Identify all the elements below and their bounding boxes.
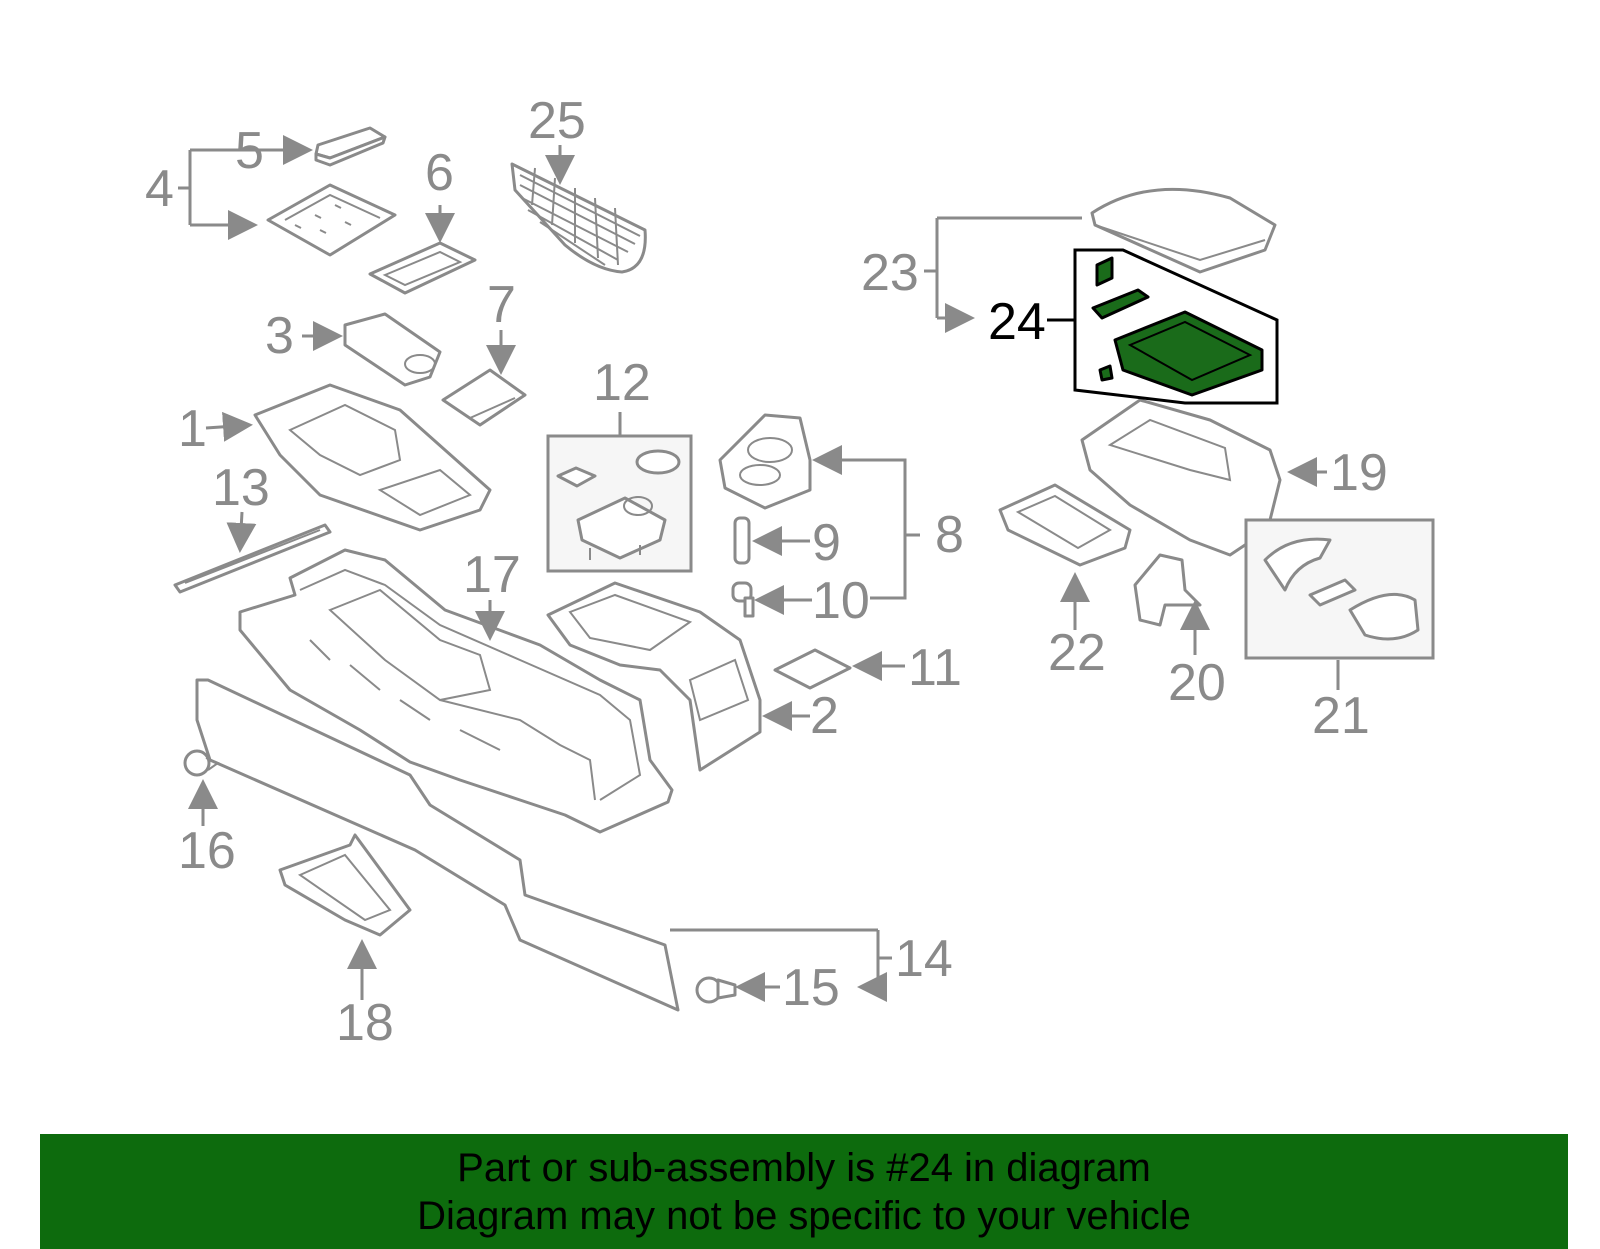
part-3-cover[interactable] (343, 312, 442, 387)
part-13-strip[interactable] (173, 523, 332, 594)
part-8-cupholder[interactable] (718, 413, 812, 510)
callout-11: 11 (908, 639, 962, 697)
callout-17: 17 (463, 546, 521, 604)
callout-1: 1 (178, 400, 207, 458)
part-12-group[interactable] (546, 434, 693, 573)
callout-19: 19 (1330, 444, 1388, 502)
callout-3: 3 (265, 307, 294, 365)
callout-12: 12 (593, 354, 651, 412)
part-6-mat[interactable] (368, 241, 477, 295)
part-19-armrest-base[interactable] (1080, 398, 1282, 557)
part-4-tray[interactable] (266, 183, 397, 257)
leader-lines (178, 135, 1340, 1000)
callout-21: 21 (1312, 687, 1370, 745)
callout-7: 7 (487, 276, 516, 334)
callout-24: 24 (988, 293, 1046, 351)
callout-numbers: 1 2 3 4 5 6 7 8 9 10 11 12 13 14 15 16 1… (145, 92, 1388, 1052)
callout-6: 6 (425, 144, 454, 202)
part-20-bracket[interactable] (1133, 553, 1202, 627)
callout-9: 9 (812, 514, 841, 572)
callout-13: 13 (212, 459, 270, 517)
banner-line-2: Diagram may not be specific to your vehi… (417, 1194, 1191, 1238)
part-21-group[interactable] (1244, 518, 1435, 660)
callout-16: 16 (178, 822, 236, 880)
part-7-lid[interactable] (441, 368, 527, 427)
part-16-clip[interactable] (183, 749, 221, 777)
part-15-fastener[interactable] (695, 976, 737, 1004)
part-17-console[interactable] (238, 548, 674, 834)
part-25-net[interactable] (510, 162, 647, 274)
callout-10: 10 (812, 572, 870, 630)
callout-4: 4 (145, 160, 174, 218)
callout-22: 22 (1048, 624, 1106, 682)
callout-8: 8 (935, 506, 964, 564)
banner-line-1: Part or sub-assembly is #24 in diagram (457, 1146, 1151, 1190)
part-10-clip[interactable] (731, 581, 755, 618)
part-5-lid[interactable] (314, 126, 387, 167)
part-14-side-panel[interactable] (195, 678, 680, 1012)
callout-5: 5 (235, 122, 264, 180)
info-banner: Part or sub-assembly is #24 in diagram D… (40, 1134, 1568, 1249)
callout-18: 18 (336, 994, 394, 1052)
part-22-tray[interactable] (998, 483, 1132, 567)
part-9-pin[interactable] (733, 516, 751, 565)
callout-15: 15 (782, 959, 840, 1017)
part-11-pad[interactable] (773, 648, 852, 690)
part-1-console-top[interactable] (253, 383, 492, 532)
callout-23: 23 (861, 244, 919, 302)
callout-14: 14 (895, 930, 953, 988)
part-18-tray[interactable] (278, 833, 412, 937)
part-2-rear-console[interactable] (546, 581, 762, 772)
callout-2: 2 (810, 687, 839, 745)
callout-20: 20 (1168, 654, 1226, 712)
part-23-armrest-lid[interactable] (1090, 187, 1277, 274)
part-24-highlighted[interactable] (1073, 248, 1279, 405)
callout-25: 25 (528, 92, 586, 150)
